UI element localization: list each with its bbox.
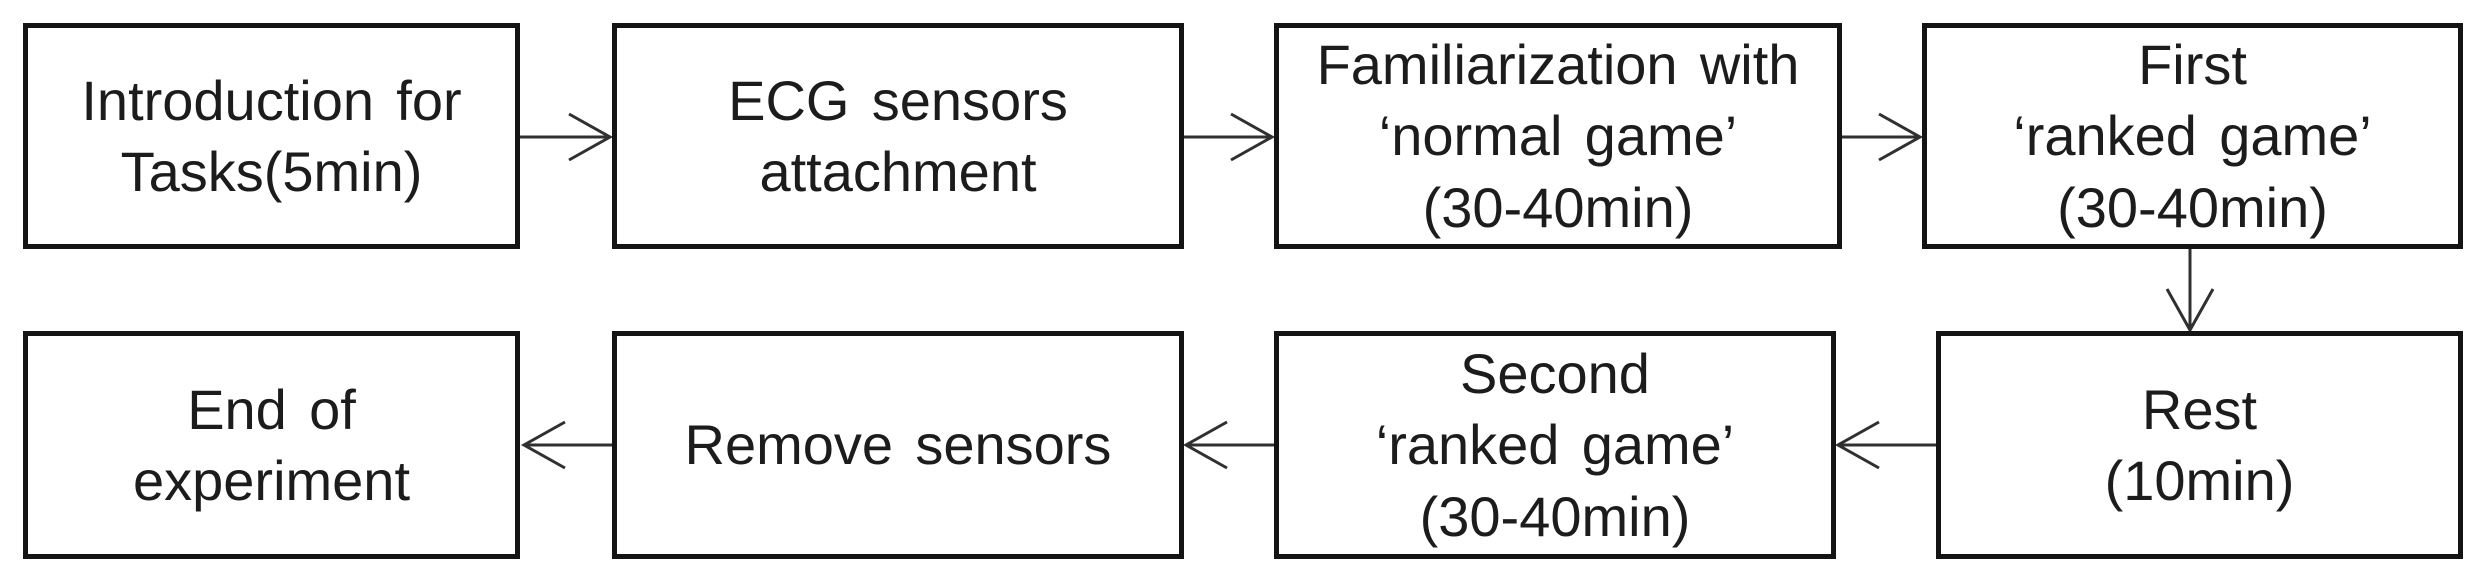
arrow-ecg-attachment-to-familiarization: [1184, 112, 1276, 162]
arrow-rest-to-second-ranked-game: [1834, 420, 1936, 470]
flow-node-second-ranked-game: Second ‘ranked game’ (30-40min): [1274, 331, 1836, 559]
arrow-first-ranked-game-to-rest: [2165, 249, 2215, 334]
flow-node-remove-sensors: Remove sensors: [612, 331, 1184, 559]
arrow-familiarization-to-first-ranked-game: [1842, 112, 1924, 162]
arrow-second-ranked-game-to-remove-sensors: [1182, 420, 1274, 470]
flow-node-rest: Rest (10min): [1936, 331, 2463, 559]
flow-node-first-ranked-game: First ‘ranked game’ (30-40min): [1922, 23, 2463, 249]
flow-node-end-of-experiment: End of experiment: [23, 331, 520, 559]
flow-node-ecg-attachment: ECG sensors attachment: [612, 23, 1184, 249]
arrow-remove-sensors-to-end-of-experiment: [520, 420, 612, 470]
flow-node-introduction: Introduction for Tasks(5min): [23, 23, 520, 249]
flow-node-familiarization: Familiarization with ‘normal game’ (30-4…: [1274, 23, 1842, 249]
arrow-introduction-to-ecg-attachment: [520, 112, 614, 162]
